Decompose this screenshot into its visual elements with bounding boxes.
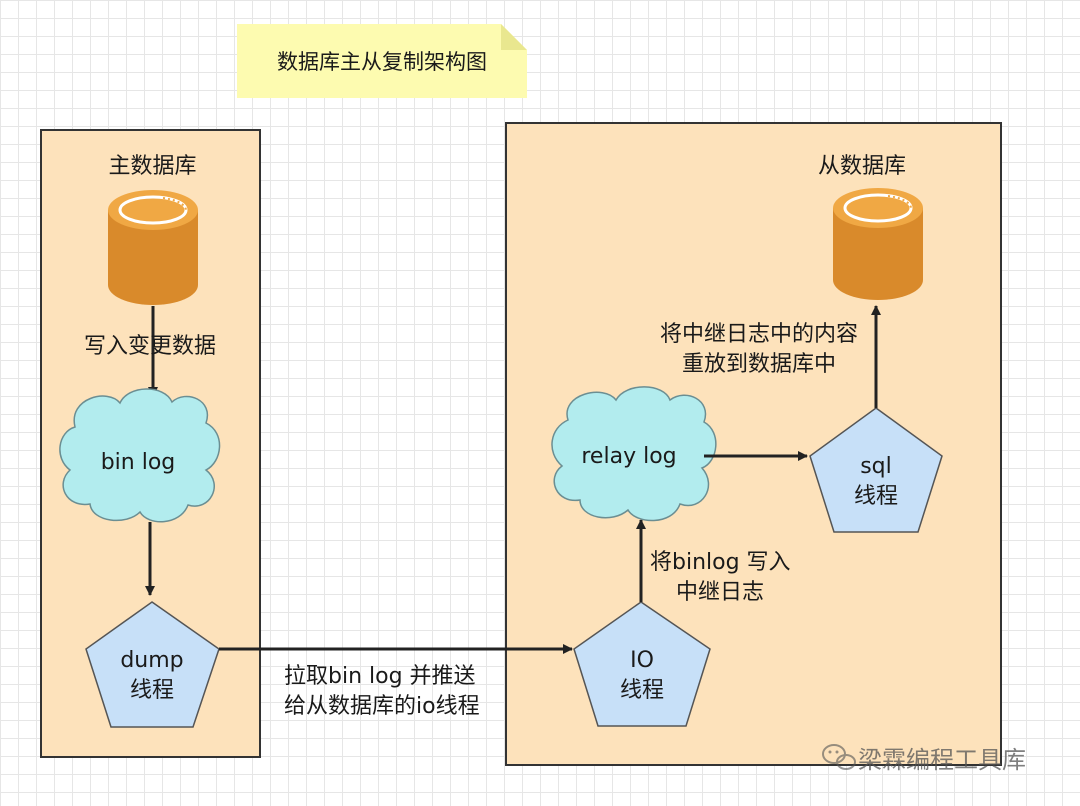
watermark: 梁霖编程工具库 [858,740,1026,775]
dump-thread-pentagon [85,601,220,728]
binlog-label: bin log [100,450,176,475]
dump-label-1: dump [120,648,184,673]
master-db-title: 主数据库 [108,154,197,179]
binlog-cloud-icon [59,388,221,523]
write-relay-label-2: 中继日志 [676,580,765,605]
transfer-label-1: 拉取bin log 并推送 [284,664,476,689]
sql-thread-pentagon [809,407,943,533]
relaylog-label: relay log [581,444,677,469]
slave-database-icon [833,188,923,300]
master-database-icon [108,190,198,305]
wechat-icon [822,744,856,770]
diagram-title: 数据库主从复制架构图 [277,50,487,74]
relaylog-cloud-icon [551,386,717,522]
slave-db-title: 从数据库 [817,154,906,179]
io-label-1: IO [630,648,654,673]
transfer-label-2: 给从数据库的io线程 [284,694,480,719]
io-thread-pentagon [573,601,711,727]
dump-label-2: 线程 [129,678,174,703]
write-relay-label-1: 将binlog 写入 [650,550,791,575]
sql-label-2: 线程 [853,484,898,509]
io-label-2: 线程 [619,678,664,703]
replay-label-2: 重放到数据库中 [682,352,837,377]
watermark-text: 梁霖编程工具库 [858,746,1026,774]
replay-label-1: 将中继日志中的内容 [660,322,859,347]
title-note [237,24,527,98]
write-change-label: 写入变更数据 [84,334,217,359]
sql-label-1: sql [860,454,892,479]
